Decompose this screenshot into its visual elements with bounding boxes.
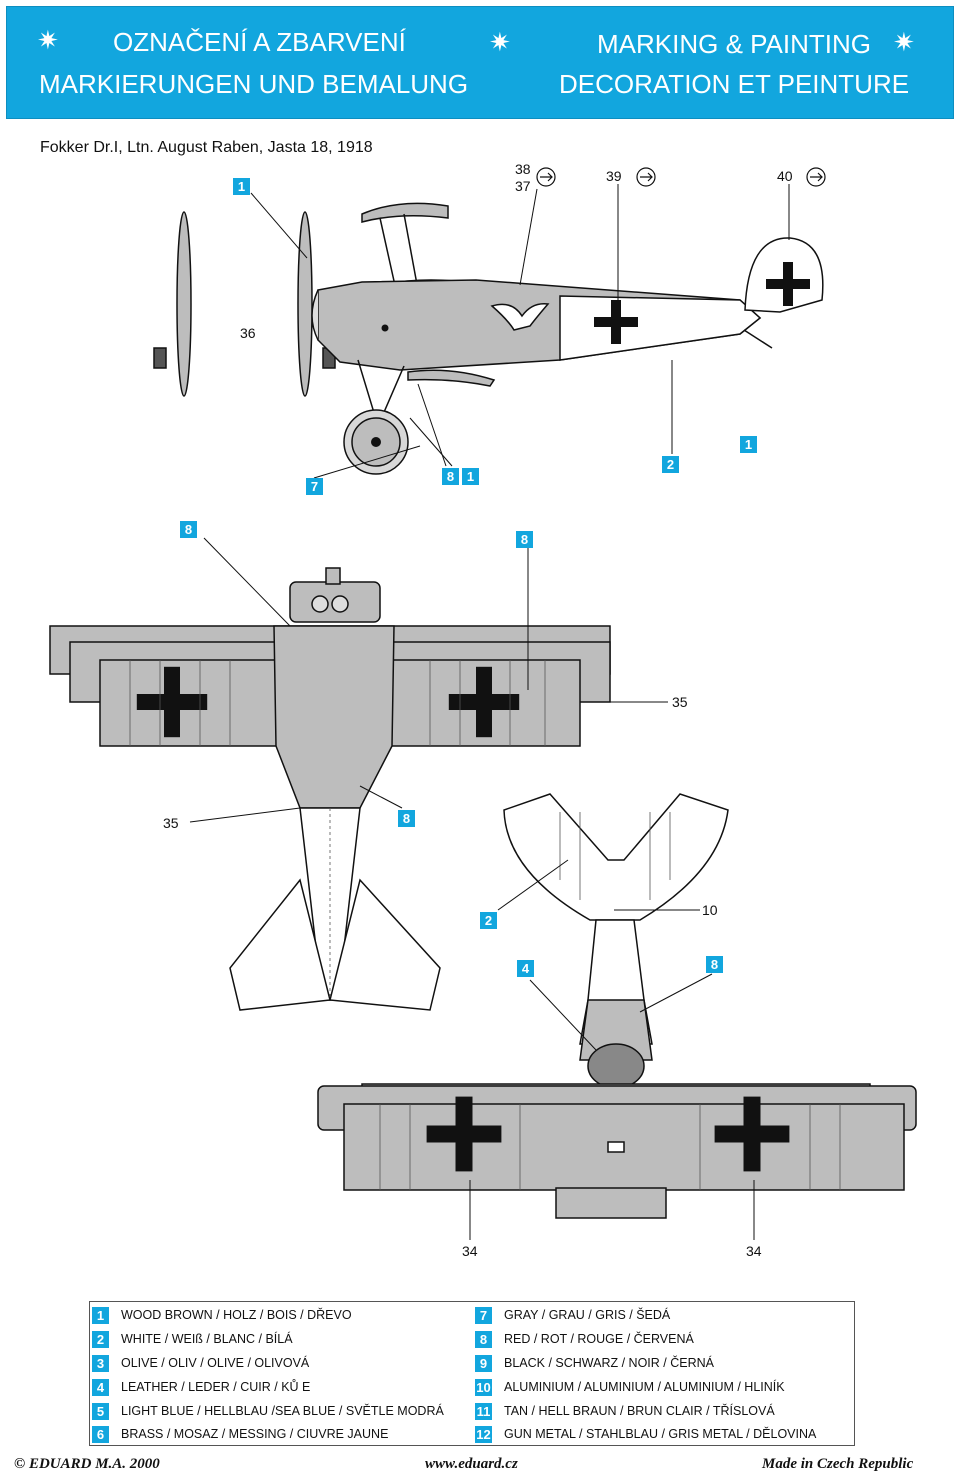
aircraft-subtitle: Fokker Dr.I, Ltn. August Raben, Jasta 18… bbox=[40, 139, 373, 156]
svg-text:7: 7 bbox=[311, 479, 318, 494]
callout-8: 8 bbox=[706, 956, 723, 973]
legend-number: 2 bbox=[92, 1330, 109, 1348]
legend-label: LIGHT BLUE / HELLBLAU /SEA BLUE / SVĚTLE… bbox=[121, 1404, 444, 1418]
callout-4: 4 bbox=[517, 960, 534, 977]
svg-text:2: 2 bbox=[667, 457, 674, 472]
legend-number: 4 bbox=[92, 1378, 109, 1396]
legend-item: 12 GUN METAL / STAHLBLAU / GRIS METAL / D… bbox=[475, 1422, 816, 1446]
callout-8: 8 bbox=[180, 521, 197, 538]
legend-label: GUN METAL / STAHLBLAU / GRIS METAL / DĚL… bbox=[504, 1427, 817, 1441]
legend-number: 7 bbox=[475, 1306, 492, 1324]
header-banner: ✷ OZNAČENÍ A ZBARVENÍ ✷ MARKING & PAINTI… bbox=[6, 6, 954, 119]
side-view bbox=[153, 202, 824, 475]
decal-ref-38: 38 bbox=[515, 161, 531, 177]
legend-number: 12 bbox=[475, 1425, 492, 1443]
bottom-view-ribs bbox=[379, 812, 841, 1190]
legend-number: 10 bbox=[475, 1378, 492, 1396]
decal-ref-40: 40 bbox=[777, 168, 793, 184]
legend-number: 5 bbox=[92, 1402, 109, 1420]
title-czech: OZNAČENÍ A ZBARVENÍ bbox=[113, 27, 406, 57]
legend-item: 10 ALUMINIUM / ALUMINIUM / ALUMINIUM / HL… bbox=[475, 1375, 785, 1399]
callout-8: 8 bbox=[516, 531, 533, 548]
top-view-leaders bbox=[189, 537, 668, 823]
svg-text:8: 8 bbox=[521, 532, 528, 547]
footer-made-in: Made in Czech Republic bbox=[762, 1456, 914, 1472]
legend-item: 9 BLACK / SCHWARZ / NOIR / ČERNÁ bbox=[475, 1351, 714, 1375]
legend-label: LEATHER / LEDER / CUIR / KŮ E bbox=[121, 1380, 311, 1394]
svg-text:4: 4 bbox=[522, 961, 530, 976]
decal-ref-34: 34 bbox=[746, 1243, 762, 1259]
decal-ref-36: 36 bbox=[240, 325, 256, 341]
legend-label: ALUMINIUM / ALUMINIUM / ALUMINIUM / HLIN… bbox=[504, 1380, 785, 1394]
svg-text:8: 8 bbox=[711, 957, 718, 972]
callout-8: 8 bbox=[442, 468, 459, 485]
callout-1: 1 bbox=[233, 178, 250, 195]
svg-text:8: 8 bbox=[447, 469, 454, 484]
legend-number: 3 bbox=[92, 1354, 109, 1372]
callout-2: 2 bbox=[480, 912, 497, 929]
side-view-leaders bbox=[250, 184, 790, 479]
decal-ref-37: 37 bbox=[515, 178, 531, 194]
legend-number: 6 bbox=[92, 1425, 109, 1443]
legend-item: 1 WOOD BROWN / HOLZ / BOIS / DŘEVO bbox=[92, 1303, 352, 1327]
top-view bbox=[49, 567, 611, 1011]
legend-item: 11 TAN / HELL BRAUN / BRUN CLAIR / TŘÍSLO… bbox=[475, 1399, 775, 1423]
title-french: DECORATION ET PEINTURE bbox=[559, 69, 910, 99]
legend-item: 7 GRAY / GRAU / GRIS / ŠEDÁ bbox=[475, 1303, 670, 1327]
legend-label: BLACK / SCHWARZ / NOIR / ČERNÁ bbox=[504, 1356, 714, 1370]
svg-text:1: 1 bbox=[238, 179, 245, 194]
footer-website[interactable]: www.eduard.cz bbox=[425, 1456, 518, 1472]
callout-7: 7 bbox=[306, 478, 323, 495]
callout-2: 2 bbox=[662, 456, 679, 473]
top-view-ribs bbox=[129, 660, 546, 1000]
callout-1: 1 bbox=[740, 436, 757, 453]
decal-ref-39: 39 bbox=[606, 168, 622, 184]
legend-item: 4 LEATHER / LEDER / CUIR / KŮ E bbox=[92, 1375, 310, 1399]
svg-text:1: 1 bbox=[745, 437, 752, 452]
legend-label: BRASS / MOSAZ / MESSING / CIUVRE JAUNE bbox=[121, 1427, 389, 1441]
svg-text:1: 1 bbox=[467, 469, 474, 484]
legend-label: WOOD BROWN / HOLZ / BOIS / DŘEVO bbox=[121, 1308, 352, 1322]
legend-item: 2 WHITE / WEIß / BLANC / BÍLÁ bbox=[92, 1327, 293, 1351]
star-icon: ✷ bbox=[893, 27, 915, 57]
legend-label: GRAY / GRAU / GRIS / ŠEDÁ bbox=[504, 1308, 671, 1322]
title-english: MARKING & PAINTING bbox=[597, 29, 871, 59]
svg-text:8: 8 bbox=[185, 522, 192, 537]
legend-number: 9 bbox=[475, 1354, 492, 1372]
legend-label: RED / ROT / ROUGE / ČERVENÁ bbox=[504, 1332, 694, 1346]
legend-number: 1 bbox=[92, 1306, 109, 1324]
legend-item: 8 RED / ROT / ROUGE / ČERVENÁ bbox=[475, 1327, 694, 1351]
legend-item: 5 LIGHT BLUE / HELLBLAU /SEA BLUE / SVĚTL… bbox=[92, 1399, 444, 1423]
color-legend: 1 WOOD BROWN / HOLZ / BOIS / DŘEVO 2 WHITE… bbox=[89, 1301, 855, 1446]
legend-item: 3 OLIVE / OLIV / OLIVE / OLIVOVÁ bbox=[92, 1351, 309, 1375]
bottom-view bbox=[317, 793, 917, 1219]
legend-number: 8 bbox=[475, 1330, 492, 1348]
callout-8: 8 bbox=[398, 810, 415, 827]
decal-ref-35: 35 bbox=[672, 694, 688, 710]
svg-text:2: 2 bbox=[485, 913, 492, 928]
footer-copyright: © EDUARD M.A. 2000 bbox=[14, 1456, 160, 1472]
star-icon: ✷ bbox=[489, 27, 511, 57]
decal-ref-35: 35 bbox=[163, 815, 179, 831]
legend-item: 6 BRASS / MOSAZ / MESSING / CIUVRE JAUNE bbox=[92, 1422, 388, 1446]
aircraft-drawings: 1 7 8 1 2 1 38 37 39 40 36 bbox=[49, 161, 917, 1259]
star-icon: ✷ bbox=[37, 25, 59, 55]
legend-label: WHITE / WEIß / BLANC / BÍLÁ bbox=[121, 1332, 293, 1346]
svg-text:8: 8 bbox=[403, 811, 410, 826]
legend-number: 11 bbox=[475, 1402, 492, 1420]
decal-ref-10: 10 bbox=[702, 902, 718, 918]
legend-label: TAN / HELL BRAUN / BRUN CLAIR / TŘÍSLOVÁ bbox=[504, 1404, 775, 1418]
arrow-icon bbox=[536, 167, 826, 187]
callout-1: 1 bbox=[462, 468, 479, 485]
legend-label: OLIVE / OLIV / OLIVE / OLIVOVÁ bbox=[121, 1356, 310, 1370]
bottom-view-leaders bbox=[469, 859, 755, 1240]
decal-ref-34: 34 bbox=[462, 1243, 478, 1259]
title-german: MARKIERUNGEN UND BEMALUNG bbox=[39, 69, 469, 99]
